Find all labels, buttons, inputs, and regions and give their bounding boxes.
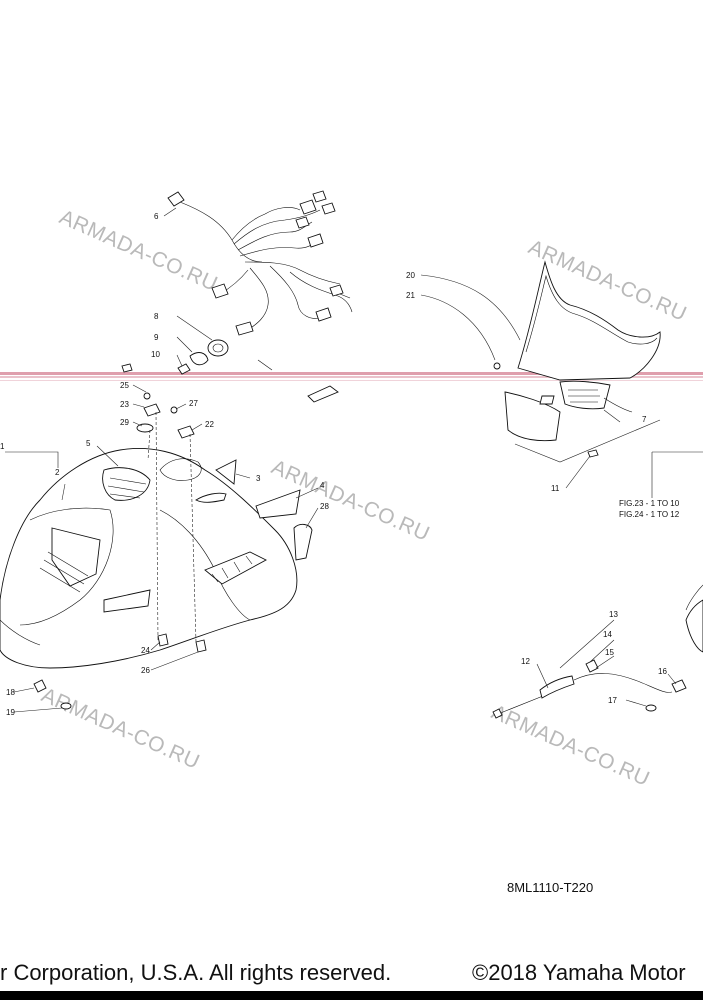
watermark: ARMADA-CO.RU <box>38 684 203 774</box>
callout-18: 18 <box>6 688 15 697</box>
callout-15: 15 <box>605 648 614 657</box>
callout-16: 16 <box>658 667 667 676</box>
bottom-bar <box>0 991 703 1000</box>
callout-11: 11 <box>551 484 560 493</box>
group-bracket <box>514 419 661 463</box>
diagram-code: 8ML1110-T220 <box>507 880 594 895</box>
scan-streak <box>0 372 703 381</box>
callout-7: 7 <box>642 415 647 424</box>
callout-3: 3 <box>256 474 261 483</box>
callout-4: 4 <box>320 481 325 490</box>
callout-25: 25 <box>120 381 129 390</box>
wiring-harness <box>167 190 353 336</box>
watermark: ARMADA-CO.RU <box>488 701 653 791</box>
callout-27: 27 <box>189 399 198 408</box>
callout-9: 9 <box>154 333 159 342</box>
callout-19: 19 <box>6 708 15 717</box>
callout-2: 2 <box>55 468 60 477</box>
decal-4 <box>255 489 301 519</box>
hood-assembly <box>0 447 298 669</box>
grommet-parts <box>177 339 229 375</box>
assembly-dashed-lines <box>147 411 197 643</box>
callout-20: 20 <box>406 271 415 280</box>
callout-numbers: 1 2 3 4 5 6 7 8 9 10 11 12 13 14 15 16 1… <box>0 212 667 717</box>
windshield <box>493 260 661 381</box>
clip-piece <box>121 363 133 373</box>
copyright-right: ©2018 Yamaha Motor <box>472 960 686 985</box>
callout-23: 23 <box>120 400 129 409</box>
emblem-28 <box>293 523 313 561</box>
mirror-cable-group <box>492 584 703 719</box>
fasteners <box>33 392 207 710</box>
headlight-assembly <box>504 380 633 442</box>
wire-tail <box>257 359 273 371</box>
figure-reference: FIG.24 - 1 TO 12 <box>619 510 680 519</box>
callout-5: 5 <box>86 439 91 448</box>
callout-6: 6 <box>154 212 159 221</box>
callout-22: 22 <box>205 420 214 429</box>
watermark: ARMADA-CO.RU <box>56 206 221 296</box>
callout-1: 1 <box>0 442 5 451</box>
callout-12: 12 <box>521 657 530 666</box>
figure-reference: FIG.23 - 1 TO 10 <box>619 499 680 508</box>
callout-24: 24 <box>141 646 150 655</box>
callout-28: 28 <box>320 502 329 511</box>
callout-17: 17 <box>608 696 617 705</box>
bracket-piece <box>307 385 339 403</box>
callout-29: 29 <box>120 418 129 427</box>
callout-26: 26 <box>141 666 150 675</box>
copyright-left: r Corporation, U.S.A. All rights reserve… <box>0 960 392 985</box>
callout-14: 14 <box>603 630 612 639</box>
leader-lines <box>5 207 703 713</box>
decal-3 <box>215 459 237 485</box>
screw-11 <box>587 449 599 458</box>
callout-10: 10 <box>151 350 160 359</box>
callout-21: 21 <box>406 291 415 300</box>
callout-8: 8 <box>154 312 159 321</box>
callout-13: 13 <box>609 610 618 619</box>
